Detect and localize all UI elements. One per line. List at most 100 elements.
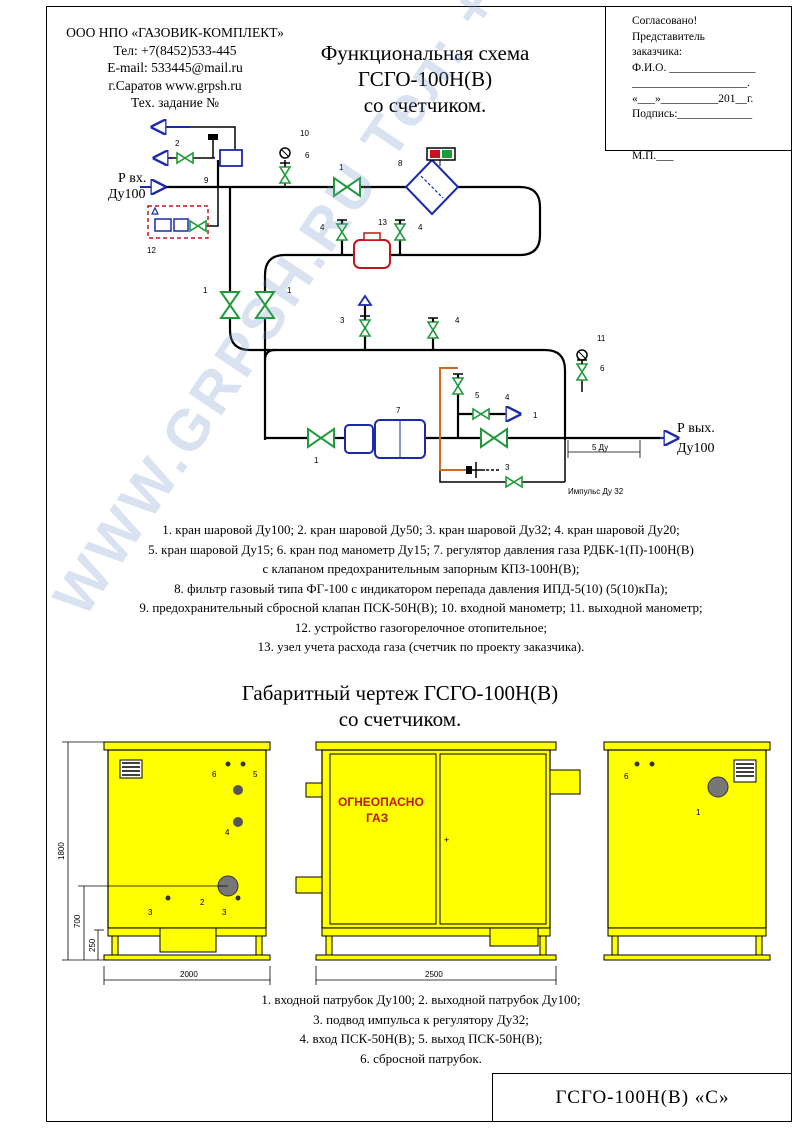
valve-6-outlet-icon <box>576 359 588 381</box>
valve-3-icon <box>359 315 371 337</box>
dim-1800: 1800 <box>57 842 66 860</box>
num-label: 13 <box>378 218 387 227</box>
num-label: 4 <box>320 223 325 232</box>
callout-3a: 3 <box>148 908 153 917</box>
num-label: 1 <box>533 411 538 420</box>
legend-line: 12. устройство газогорелочное отопительн… <box>294 619 548 635</box>
door-handle: + <box>444 835 449 845</box>
num-label: 5 <box>475 391 480 400</box>
filter-8-icon <box>404 147 460 216</box>
gas-meter-13-icon <box>353 232 391 269</box>
valve-5-icon <box>452 373 464 395</box>
approval-sign: Подпись:_____________ <box>632 108 753 120</box>
num-label: 3 <box>505 463 510 472</box>
dim-2000: 2000 <box>180 970 198 979</box>
callout-1-right: 1 <box>696 808 701 817</box>
num-label: 8 <box>398 159 403 168</box>
valve-4-c-icon <box>427 317 439 339</box>
drawing-title-line2: со счетчиком. <box>338 707 462 731</box>
num-label: 7 <box>396 406 401 415</box>
front-view <box>295 741 581 961</box>
approval-rep2: заказчика: <box>632 46 683 58</box>
impulse-device-icon <box>466 462 500 478</box>
valve-3-impulse-icon <box>505 476 523 488</box>
num-label: 11 <box>597 334 606 343</box>
callout-2: 2 <box>200 898 205 907</box>
num-label: 12 <box>147 246 156 255</box>
manometer-11-icon <box>576 349 588 361</box>
num-label: 9 <box>204 176 209 185</box>
num-label: 10 <box>300 129 309 138</box>
title-stamp: ГСГО-100Н(В) «С» <box>492 1073 792 1122</box>
num-label: 4 <box>505 393 510 402</box>
num-label: 6 <box>305 151 310 160</box>
regulator-7-icon <box>344 419 426 459</box>
psk-9-icon <box>208 134 243 167</box>
valve-1-outlet-icon <box>480 428 508 448</box>
drawing-title: Габаритный чертеж ГСГО-100Н(В) со счетчи… <box>190 680 610 732</box>
callout-3b: 3 <box>222 908 227 917</box>
legend-line: 9. предохранительный сбросной клапан ПСК… <box>139 600 703 615</box>
callout-6-right: 6 <box>624 772 629 781</box>
manometer-10-icon <box>279 147 291 159</box>
warning-line2: ГАЗ <box>366 811 388 825</box>
company-phone: Тел: +7(8452)533-445 <box>113 42 237 58</box>
scheme-legend: 1. кран шаровой Ду100; 2. кран шаровой Д… <box>50 520 792 657</box>
legend-line: 1. входной патрубок Ду100; 2. выходной п… <box>261 992 581 1007</box>
num-label: 4 <box>455 316 460 325</box>
impulse-line-orange <box>439 367 470 471</box>
dim-250: 250 <box>88 938 97 952</box>
approval-date: «___»__________201__г. <box>632 92 754 105</box>
callout-4: 4 <box>225 828 230 837</box>
page-frame <box>46 6 792 1122</box>
dim-700: 700 <box>73 914 82 928</box>
valve-1-reg-in-icon <box>307 428 335 448</box>
valve-4-b-icon <box>394 219 406 241</box>
dimension-lines-front <box>315 966 557 985</box>
vent-up-arrow-icon <box>357 294 373 306</box>
p-out-label: Р вых. <box>677 421 715 436</box>
num-label: 1 <box>339 163 344 172</box>
side-view-right <box>603 741 771 961</box>
drawing-legend: 1. входной патрубок Ду100; 2. выходной п… <box>50 990 792 1068</box>
legend-line: 3. подвод импульса к регулятору Ду32; <box>313 1011 529 1027</box>
p-in-du-label: Ду100 <box>108 187 146 202</box>
approval-mp: М.П.___ <box>632 150 674 162</box>
scheme-title-line2: ГСГО-100Н(В) <box>357 67 493 91</box>
legend-line: 8. фильтр газовый типа ФГ-100 с индикато… <box>174 580 668 596</box>
num-label: 3 <box>340 316 345 325</box>
scheme-title: Функциональная схема ГСГО-100Н(В) со сче… <box>300 40 550 118</box>
valve-6-inlet-icon <box>279 162 291 184</box>
approval-block: Согласовано! Представитель заказчика: Ф.… <box>605 6 792 151</box>
approval-fio: Ф.И.О. _______________ <box>632 61 756 74</box>
valve-2-icon <box>176 152 194 164</box>
scheme-title-line3: со счетчиком. <box>363 93 487 117</box>
legend-line: 4. вход ПСК-50Н(В); 5. выход ПСК-50Н(В); <box>299 1031 543 1046</box>
warning-line1: ОГНЕОПАСНО <box>338 795 424 809</box>
dimension-lines-left <box>62 741 271 985</box>
legend-line: 6. сбросной патрубок. <box>360 1050 482 1066</box>
legend-line: с клапаном предохранительным запорным КП… <box>262 561 580 576</box>
legend-line: 13. узел учета расхода газа (счетчик по … <box>257 639 585 654</box>
valve-4-d-icon <box>472 408 490 420</box>
p-in-label: Р вх. <box>118 171 146 186</box>
num-label: 1 <box>287 286 292 295</box>
burner-12-icon <box>147 205 209 239</box>
num-label: 1 <box>314 456 319 465</box>
num-label: 2 <box>175 139 180 148</box>
scheme-title-line1: Функциональная схема <box>320 41 530 65</box>
num-label: 6 <box>600 364 605 373</box>
dim-2500: 2500 <box>425 970 443 979</box>
tech-task: Тех. задание № <box>131 95 219 110</box>
company-name: ООО НПО «ГАЗОВИК-КОМПЛЕКТ» <box>66 25 284 40</box>
approval-rep1: Представитель <box>632 30 705 43</box>
legend-line: 5. кран шаровой Ду15; 6. кран под маноме… <box>148 541 694 557</box>
approval-agreed: Согласовано! <box>632 15 698 27</box>
company-email: E-mail: 533445@mail.ru <box>107 60 243 75</box>
company-site: г.Саратов www.grpsh.ru <box>108 77 242 93</box>
approval-line: ____________________. <box>632 77 750 89</box>
legend-line: 1. кран шаровой Ду100; 2. кран шаровой Д… <box>162 522 680 537</box>
drawing-title-line1: Габаритный чертеж ГСГО-100Н(В) <box>241 681 559 705</box>
callout-5: 5 <box>253 770 258 779</box>
